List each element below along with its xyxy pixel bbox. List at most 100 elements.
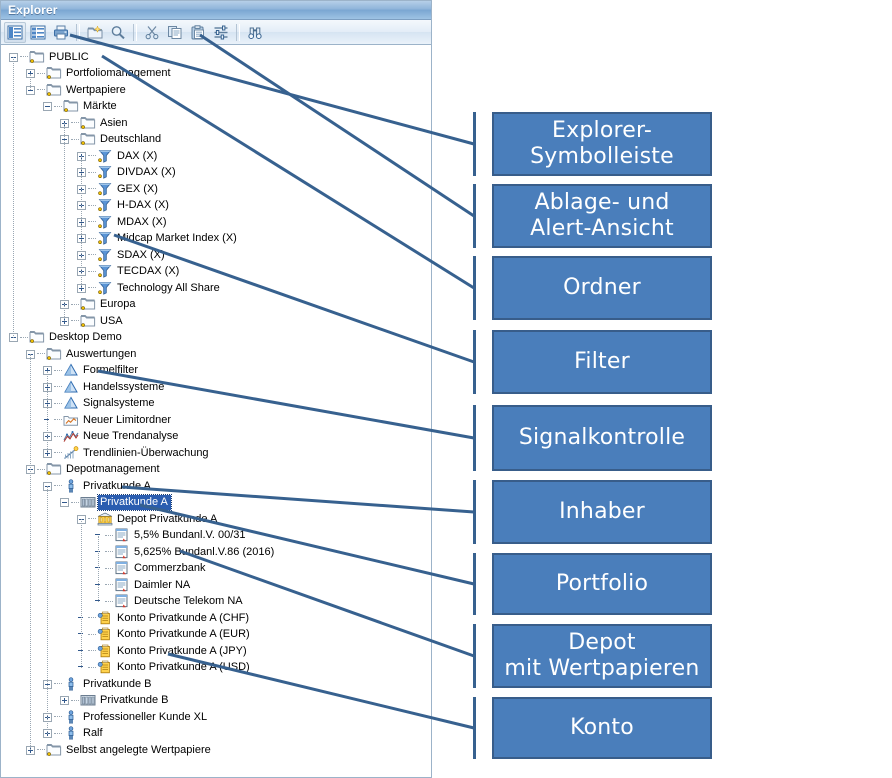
print-icon[interactable]: [50, 22, 72, 43]
explorer-toolbar[interactable]: [1, 20, 431, 45]
toolbar-separator: [236, 23, 240, 41]
tree-item-label: Technology All Share: [117, 281, 220, 294]
tree-item[interactable]: Neue Trendanalyse: [1, 429, 431, 446]
callout-text: Explorer-Symbolleiste: [530, 118, 674, 170]
tree-connector: [105, 600, 113, 603]
tree-item[interactable]: Professioneller Kunde XL: [1, 709, 431, 726]
cut-icon[interactable]: [141, 22, 163, 43]
tree-connector: [37, 468, 45, 471]
tree-item[interactable]: Neuer Limitordner: [1, 412, 431, 429]
tree-item[interactable]: Konto Privatkunde A (CHF): [1, 610, 431, 627]
callout-text: Inhaber: [559, 499, 645, 525]
tree-connector: [88, 254, 96, 256]
funnel-icon: [97, 231, 113, 246]
security-icon: [114, 578, 130, 593]
tree-item-label: Neuer Limitordner: [83, 413, 172, 426]
person-icon: [63, 710, 79, 725]
tree-item-label: 5,5% Bundanl.V. 00/31: [134, 529, 246, 542]
tree-connector: [54, 386, 62, 388]
tree-item-label: USA: [100, 314, 123, 327]
tree-item[interactable]: Formelfilter: [1, 363, 431, 380]
tree-item[interactable]: Signalsysteme: [1, 396, 431, 413]
tree-item[interactable]: Auswertungen: [1, 346, 431, 363]
tree-item[interactable]: Privatkunde B: [1, 676, 431, 693]
callout-text: Portfolio: [556, 571, 648, 597]
callout-label: mit Wertpapieren: [504, 656, 700, 681]
tree-item[interactable]: Konto Privatkunde A (EUR): [1, 627, 431, 644]
tree-connector: [88, 237, 96, 240]
tree-item-label: Professioneller Kunde XL: [83, 710, 208, 723]
tree-item[interactable]: PUBLIC: [1, 49, 431, 66]
binoculars-icon[interactable]: [244, 22, 266, 43]
tree-item[interactable]: Desktop Demo: [1, 330, 431, 347]
collapse-icon[interactable]: [43, 102, 52, 112]
tree-item-label: Privatkunde B: [83, 677, 152, 690]
callout-label: Inhaber: [559, 499, 645, 524]
collapse-icon[interactable]: [60, 498, 69, 508]
tree-leaf-spacer: [77, 663, 86, 672]
filter-settings-icon[interactable]: [210, 22, 232, 43]
tree-item[interactable]: Privatkunde A: [1, 494, 431, 512]
tree-item[interactable]: Ralf: [1, 726, 431, 743]
portfolio-icon: [80, 495, 96, 510]
tree-leaf-spacer: [77, 630, 86, 639]
tree-item[interactable]: Wertpapiere: [1, 82, 431, 99]
tree-item-label: Wertpapiere: [66, 83, 126, 96]
tree-item-label: SDAX (X): [117, 248, 165, 261]
tree-item[interactable]: Daimler NA: [1, 577, 431, 594]
expand-icon[interactable]: [60, 696, 69, 706]
person-icon: [63, 479, 79, 494]
tree-item[interactable]: Märkte: [1, 99, 431, 116]
tree-item-label: Midcap Market Index (X): [117, 232, 237, 245]
callout-text: Signalkontrolle: [519, 425, 685, 451]
tree-item-label: Konto Privatkunde A (CHF): [117, 611, 250, 624]
tree-item-label: TECDAX (X): [117, 265, 180, 278]
tree-item[interactable]: Portfoliomanagement: [1, 66, 431, 83]
new-folder-icon[interactable]: [84, 22, 106, 43]
search-icon[interactable]: [107, 22, 129, 43]
callout-folder: Ordner: [492, 256, 712, 320]
tree-item[interactable]: 5,625% Bundanl.V.86 (2016): [1, 544, 431, 561]
tree-item[interactable]: Selbst angelegte Wertpapiere: [1, 742, 431, 759]
tree-leaf-spacer: [43, 416, 52, 425]
tree-item[interactable]: Konto Privatkunde A (USD): [1, 660, 431, 677]
tree-item-label: H-DAX (X): [117, 199, 169, 212]
callout-signal-control: Signalkontrolle: [492, 405, 712, 471]
copy-icon[interactable]: [164, 22, 186, 43]
tree-item[interactable]: Depotmanagement: [1, 462, 431, 479]
tree-item[interactable]: Depot Privatkunde A: [1, 511, 431, 528]
tree-item[interactable]: Privatkunde A: [1, 478, 431, 495]
explorer-tree[interactable]: PUBLIC Portfoliomanagement Wertpapiere M…: [1, 46, 431, 777]
list-view-icon[interactable]: [4, 21, 26, 43]
triangle-icon: [63, 363, 79, 378]
tree-item[interactable]: Commerzbank: [1, 561, 431, 578]
tree-view-icon[interactable]: [27, 22, 49, 43]
funnel-icon: [97, 248, 113, 263]
tree-item[interactable]: Privatkunde B: [1, 693, 431, 710]
tree-leaf-spacer: [94, 597, 103, 606]
folder-icon: [80, 132, 96, 147]
tree-connector: [54, 402, 62, 405]
callout-owner: Inhaber: [492, 480, 712, 544]
account-icon: [97, 611, 113, 626]
tree-item[interactable]: Handelssysteme: [1, 379, 431, 396]
tree-item[interactable]: Deutsche Telekom NA: [1, 594, 431, 611]
funnel-icon: [97, 264, 113, 279]
tree-item-label: Privatkunde A: [97, 494, 172, 512]
security-icon: [114, 561, 130, 576]
tree-item[interactable]: Trendlinien-Überwachung: [1, 445, 431, 462]
tree-item[interactable]: 5,5% Bundanl.V. 00/31: [1, 528, 431, 545]
tree-connector: [88, 633, 96, 636]
tree-item[interactable]: Konto Privatkunde A (JPY): [1, 643, 431, 660]
tree-connector: [105, 567, 113, 570]
tree-guide-line: [64, 123, 66, 321]
tree-item-label: Konto Privatkunde A (USD): [117, 661, 250, 674]
person-icon: [63, 726, 79, 741]
tree-connector: [105, 551, 113, 553]
paste-icon[interactable]: [187, 22, 209, 43]
folder-icon: [46, 347, 62, 362]
tree-guide-line: [81, 519, 83, 668]
tree-connector: [54, 485, 62, 487]
